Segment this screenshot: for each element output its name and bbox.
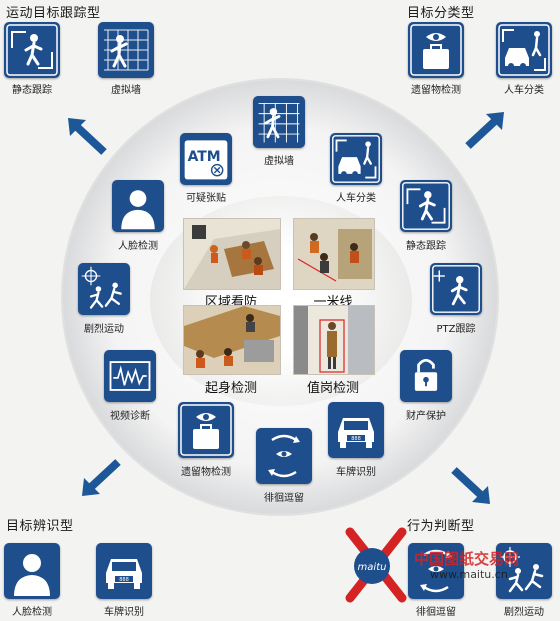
static-tracking-icon[interactable] — [4, 22, 60, 78]
zone-guard-scene — [183, 218, 281, 290]
plate-recog-icon[interactable]: 888 — [96, 543, 152, 599]
ring-face-detect-icon[interactable] — [112, 180, 164, 232]
ring-loitering-label: 徘徊逗留 — [264, 493, 304, 504]
ptz-tracking-label: PTZ跟踪 — [436, 324, 476, 335]
virtual-wall-icon[interactable] — [98, 22, 154, 78]
person-vehicle-label: 人车分类 — [504, 85, 544, 96]
ring-loitering-icon[interactable] — [256, 428, 312, 484]
corner-title-tracking: 运动目标跟踪型 — [6, 6, 101, 21]
asset-protect-icon[interactable] — [400, 350, 452, 402]
post-check-caption: 值岗检测 — [306, 381, 360, 396]
ring-left-object-label: 遗留物检测 — [181, 467, 231, 478]
ring-static-tracking-icon[interactable] — [400, 180, 452, 232]
atm-text: ATM — [188, 149, 221, 165]
loitering-icon[interactable] — [408, 543, 464, 599]
ring-person-vehicle-icon[interactable] — [330, 133, 382, 185]
corner-title-behavior: 行为判断型 — [407, 519, 475, 534]
ring-virtual-wall-label: 虚拟墙 — [264, 156, 294, 167]
arrow-up-left-icon — [68, 118, 107, 155]
arrow-down-left-icon — [82, 459, 121, 496]
face-detect-icon[interactable] — [4, 543, 60, 599]
static-tracking-label: 静态跟踪 — [12, 85, 52, 96]
atm-paste-icon[interactable]: ATM — [180, 133, 232, 185]
left-object-label: 遗留物检测 — [411, 85, 461, 96]
ring-plate-recog-icon[interactable]: 888 — [328, 402, 384, 458]
ring-person-vehicle-label: 人车分类 — [336, 193, 376, 204]
atm-paste-label: 可疑张贴 — [186, 193, 226, 204]
get-up-caption: 起身检测 — [204, 381, 258, 396]
ring-virtual-wall-icon[interactable] — [253, 96, 305, 148]
ring-plate-number: 888 — [351, 436, 361, 442]
ring-face-detect-label: 人脸检测 — [118, 241, 158, 252]
arrow-up-right-icon — [465, 112, 504, 149]
video-diag-icon[interactable] — [104, 350, 156, 402]
maitu-logo: maitu — [345, 527, 407, 603]
video-diag-label: 视频诊断 — [110, 411, 150, 422]
left-object-icon[interactable] — [408, 22, 464, 78]
ring-left-object-icon[interactable] — [178, 402, 234, 458]
person-vehicle-icon[interactable] — [496, 22, 552, 78]
plate-number: 888 — [119, 577, 129, 583]
ring-violent-motion-icon[interactable] — [78, 263, 130, 315]
asset-protect-label: 财产保护 — [406, 411, 446, 422]
ptz-tracking-icon[interactable] — [430, 263, 482, 315]
corner-title-identification: 目标辨识型 — [6, 519, 74, 534]
ring-plate-recog-label: 车牌识别 — [336, 467, 376, 478]
plate-recog-label: 车牌识别 — [104, 607, 144, 618]
face-detect-label: 人脸检测 — [12, 607, 52, 618]
virtual-wall-label: 虚拟墙 — [111, 85, 141, 96]
violent-motion-icon[interactable] — [496, 543, 552, 599]
ring-violent-motion-label: 剧烈运动 — [84, 324, 124, 335]
corner-title-classification: 目标分类型 — [407, 6, 475, 21]
post-check-scene — [293, 305, 375, 375]
maitu-logo-text: maitu — [358, 562, 387, 573]
loitering-label: 徘徊逗留 — [416, 607, 456, 618]
violent-motion-label: 剧烈运动 — [504, 607, 544, 618]
ring-static-tracking-label: 静态跟踪 — [406, 241, 446, 252]
arrow-down-right-icon — [451, 467, 490, 504]
watermark-site: 中国图纸交易网 — [414, 550, 520, 568]
one-meter-scene — [293, 218, 375, 290]
get-up-scene — [183, 305, 281, 375]
watermark-url: www.maitu.cn — [430, 568, 508, 581]
